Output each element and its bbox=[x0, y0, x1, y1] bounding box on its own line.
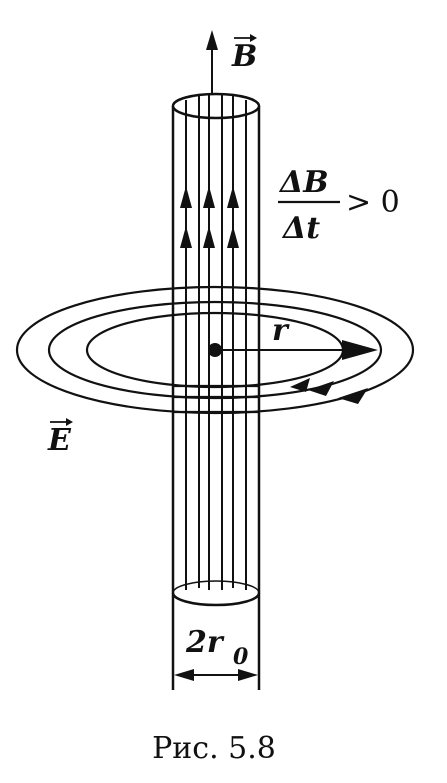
rate-numerator: ΔB bbox=[278, 165, 329, 200]
field-b-label: B bbox=[231, 39, 257, 74]
field-e-label: E bbox=[47, 423, 72, 458]
figure-caption: Рис. 5.8 bbox=[152, 731, 276, 766]
rate-denominator: Δt bbox=[281, 211, 320, 246]
radius-label: r bbox=[272, 313, 290, 348]
diameter-subscript: 0 bbox=[233, 644, 249, 670]
e-field-direction-arrows bbox=[290, 378, 368, 404]
diameter-label: 2r bbox=[185, 625, 225, 660]
field-b-vector-mark bbox=[234, 34, 257, 42]
diameter-dimension-arrow bbox=[174, 669, 258, 681]
tube-bottom-ellipse-back bbox=[172, 580, 260, 594]
b-vector-arrow bbox=[206, 30, 218, 94]
e-field-rings-front bbox=[173, 384, 259, 414]
tube-top-ellipse bbox=[171, 92, 261, 120]
radius-arrowhead bbox=[342, 340, 378, 360]
field-e-vector-mark bbox=[50, 418, 73, 426]
b-field-lines bbox=[185, 95, 247, 590]
b-field-arrows bbox=[180, 186, 239, 248]
tube-bottom-ellipse bbox=[171, 592, 261, 607]
rate-condition: > 0 bbox=[346, 185, 400, 220]
